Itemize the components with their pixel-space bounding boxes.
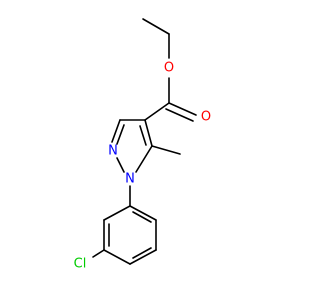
bond-n2-n1: [116, 157, 125, 173]
bond-ph-inner-3: [132, 211, 152, 223]
bond-carbonyl-double-b: [165, 108, 194, 122]
chlorine-label: Cl: [74, 257, 87, 272]
bond-ph-c1-c2: [103, 205, 131, 221]
ring-nitrogen-label: N: [108, 144, 118, 159]
bond-c3-n2: [111, 119, 121, 143]
bonds: [92, 18, 197, 265]
structure-diagram: O O N N Cl: [74, 18, 211, 272]
bond-ph-inner-2: [132, 247, 152, 259]
molecule-canvas: O O N N Cl: [73, 18, 212, 272]
ester-oxygen-label: O: [164, 61, 174, 76]
bond-n1-c5: [135, 145, 153, 173]
bond-ph-c6-c1: [129, 205, 157, 221]
bond-carbonyl-double-a: [168, 102, 197, 116]
bond-ph-c3-c4: [103, 249, 131, 265]
bond-c5-c4: [144, 119, 153, 147]
bond-ph-cl: [92, 249, 105, 258]
bond-ph-c4-c5: [129, 249, 157, 265]
bond-c5-c4-inner: [139, 125, 147, 146]
bond-c5-methyl: [151, 145, 181, 155]
substituted-nitrogen-label: N: [125, 172, 135, 187]
bond-ccarbonyl-c4: [144, 102, 170, 121]
carbonyl-oxygen-label: O: [201, 110, 211, 125]
bond-ch3-ch2: [142, 18, 170, 35]
atom-labels: O O N N Cl: [74, 61, 211, 272]
bond-c3-n2-inner: [116, 124, 125, 145]
